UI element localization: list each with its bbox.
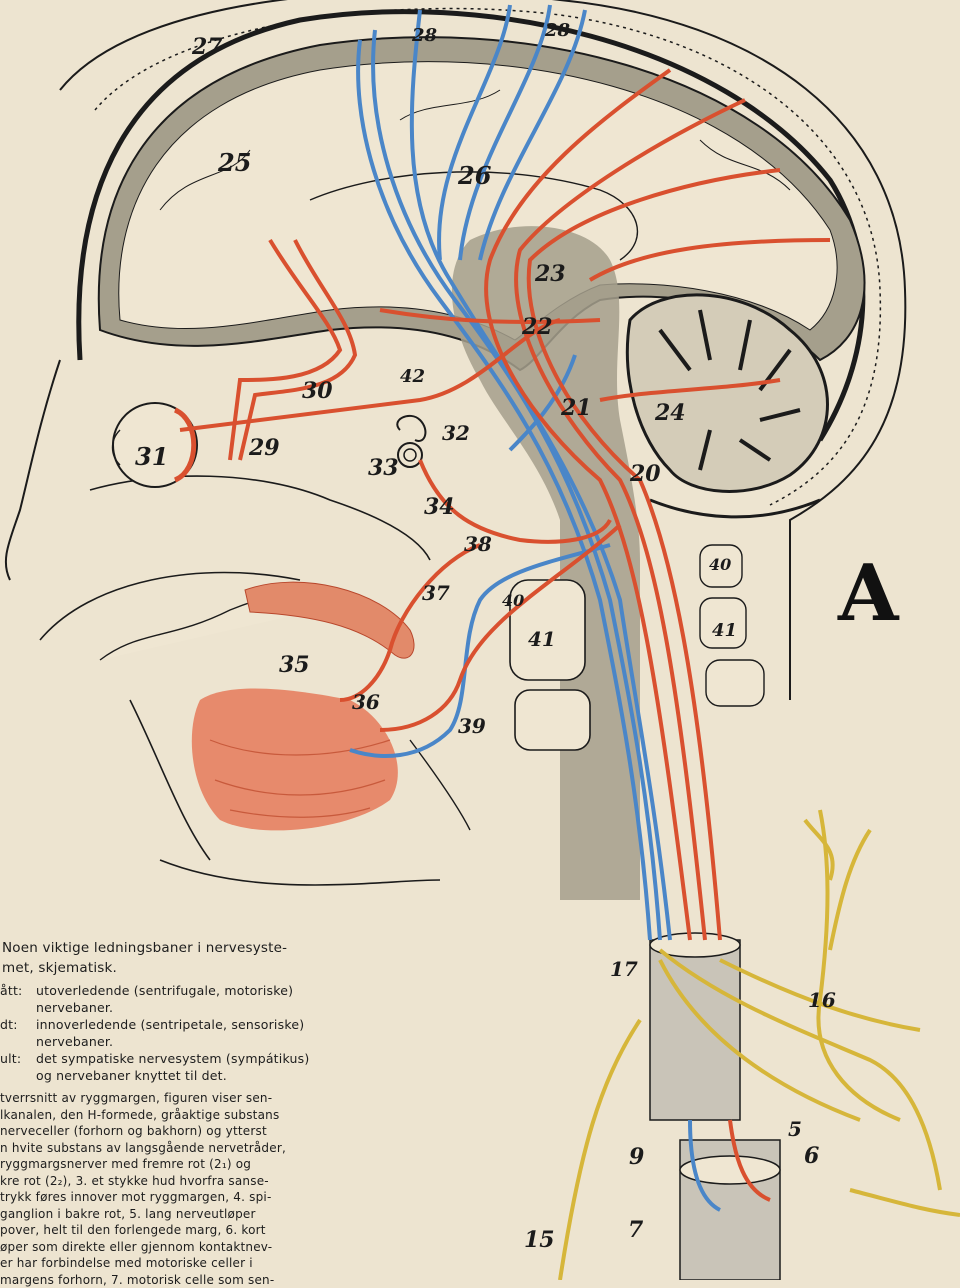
label-23: 23 bbox=[534, 261, 566, 287]
description-line: er har forbindelse med motoriske celler … bbox=[0, 1255, 320, 1272]
label-40b: 40 bbox=[709, 555, 731, 574]
label-15: 15 bbox=[524, 1227, 555, 1253]
label-28b: 28 bbox=[544, 20, 571, 41]
label-5: 5 bbox=[788, 1117, 802, 1141]
legend-text: nervebaner. bbox=[36, 1034, 113, 1049]
figure-letter: A bbox=[837, 548, 900, 639]
legend-key: dt: bbox=[0, 1016, 36, 1050]
legend-text: utoverledende (sentrifugale, motoriske) bbox=[36, 983, 293, 998]
label-36: 36 bbox=[352, 690, 380, 714]
label-21: 21 bbox=[560, 395, 592, 421]
label-33: 33 bbox=[368, 455, 399, 481]
description-line: lkanalen, den H-formede, gråaktige subst… bbox=[0, 1107, 320, 1124]
legend-description: tverrsnitt av ryggmargen, figuren viser … bbox=[0, 1090, 320, 1288]
label-7: 7 bbox=[628, 1217, 644, 1243]
label-30: 30 bbox=[302, 378, 333, 404]
label-31: 31 bbox=[135, 442, 168, 471]
label-42: 42 bbox=[400, 366, 425, 387]
description-line: ganglion i bakre rot, 5. lang nerveutløp… bbox=[0, 1206, 320, 1223]
label-25: 25 bbox=[217, 148, 251, 177]
legend-title-line-1: Noen viktige ledningsbaner i nervesyste- bbox=[2, 938, 320, 958]
label-38: 38 bbox=[464, 532, 492, 556]
label-22: 22 bbox=[521, 314, 553, 340]
label-16: 16 bbox=[808, 988, 836, 1012]
label-6: 6 bbox=[804, 1143, 819, 1169]
label-34: 34 bbox=[424, 494, 455, 520]
legend-title-line-2: met, skjematisk. bbox=[2, 958, 320, 978]
description-line: n hvite substans av langsgående nervetrå… bbox=[0, 1140, 320, 1157]
legend-key: ått: bbox=[0, 982, 36, 1016]
legend-key: ult: bbox=[0, 1050, 36, 1084]
label-40a: 40 bbox=[502, 591, 524, 610]
legend: Noen viktige ledningsbaner i nervesyste-… bbox=[0, 938, 320, 1288]
label-28a: 28 bbox=[411, 25, 438, 46]
label-35: 35 bbox=[279, 652, 310, 678]
label-26: 26 bbox=[457, 161, 492, 190]
legend-row-sympathetic: ult: det sympatiske nervesystem (sympáti… bbox=[0, 1050, 320, 1084]
label-27: 27 bbox=[191, 34, 223, 60]
label-24: 24 bbox=[654, 400, 686, 426]
description-line: trykk føres innover mot ryggmargen, 4. s… bbox=[0, 1189, 320, 1206]
legend-row-motor: ått: utoverledende (sentrifugale, motori… bbox=[0, 982, 320, 1016]
label-9: 9 bbox=[629, 1144, 644, 1170]
label-29: 29 bbox=[248, 435, 280, 461]
description-line: pover, helt til den forlengede marg, 6. … bbox=[0, 1222, 320, 1239]
label-17: 17 bbox=[610, 957, 638, 981]
legend-text: og nervebaner knyttet til det. bbox=[36, 1068, 227, 1083]
description-line: ryggmargsnerver med fremre rot (2₁) og bbox=[0, 1156, 320, 1173]
description-line: kre rot (2₂), 3. et stykke hud hvorfra s… bbox=[0, 1173, 320, 1190]
label-41b: 41 bbox=[712, 620, 737, 641]
legend-text: det sympatiske nervesystem (sympátikus) bbox=[36, 1051, 309, 1066]
label-37: 37 bbox=[422, 581, 450, 605]
label-39: 39 bbox=[458, 714, 486, 738]
label-32: 32 bbox=[442, 421, 470, 445]
description-line: nerveceller (forhorn og bakhorn) og ytte… bbox=[0, 1123, 320, 1140]
description-line: tverrsnitt av ryggmargen, figuren viser … bbox=[0, 1090, 320, 1107]
label-41a: 41 bbox=[528, 627, 556, 651]
spinal-cord bbox=[650, 933, 780, 1280]
legend-row-sensory: dt: innoverledende (sentripetale, sensor… bbox=[0, 1016, 320, 1050]
legend-text: innoverledende (sentripetale, sensoriske… bbox=[36, 1017, 304, 1032]
description-line: øper som direkte eller gjennom kontaktne… bbox=[0, 1239, 320, 1256]
label-20: 20 bbox=[629, 461, 661, 487]
legend-text: nervebaner. bbox=[36, 1000, 113, 1015]
inner-ear bbox=[397, 416, 425, 467]
